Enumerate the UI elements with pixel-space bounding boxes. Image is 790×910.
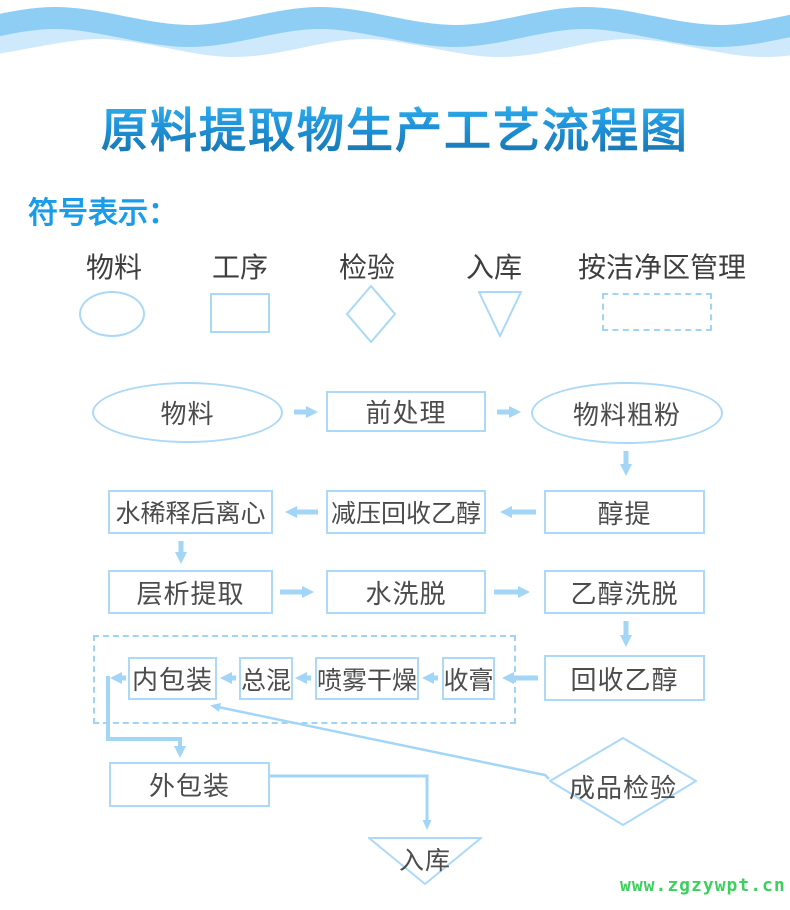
flow-node-ethanol-elution: 乙醇洗脱 [544, 570, 705, 614]
warehousing-triangle-shape [366, 837, 484, 886]
flow-node-material-label: 物料 [160, 399, 215, 429]
flow-node-outer-packaging-label: 外包装 [148, 771, 230, 801]
flow-node-ethanol-recovery-label: 回收乙醇 [570, 664, 679, 695]
flow-node-outer-packaging: 外包装 [109, 762, 270, 807]
flow-node-vacuum-ethanol-recovery-label: 减压回收乙醇 [330, 500, 481, 528]
wave-banner [0, 6, 790, 58]
flow-node-ethanol-recovery: 回收乙醇 [544, 655, 705, 701]
legend-label-warehousing: 入库 [465, 252, 523, 283]
flow-node-alcohol-extraction-label: 醇提 [597, 498, 652, 529]
flow-node-warehousing: 入库 [366, 837, 484, 886]
flow-node-total-mixing-label: 总混 [241, 666, 292, 695]
wave-dark [0, 6, 790, 48]
flow-node-water-dilution-centrifuge: 水稀释后离心 [108, 490, 273, 534]
legend-label-inspection: 检验 [338, 252, 396, 283]
flow-node-coarse-powder: 物料粗粉 [531, 382, 723, 444]
flow-node-inner-packaging: 内包装 [128, 657, 217, 700]
inspection-diamond-shape [548, 736, 698, 827]
flow-node-paste-collection: 收膏 [442, 657, 495, 700]
flow-node-vacuum-ethanol-recovery: 减压回收乙醇 [326, 490, 486, 534]
legend-ellipse-icon [79, 291, 145, 337]
flow-node-water-dilution-centrifuge-label: 水稀释后离心 [115, 500, 266, 528]
flow-node-coarse-powder-label: 物料粗粉 [572, 399, 681, 430]
legend-triangle-down-icon [478, 291, 522, 338]
flow-node-material: 物料 [92, 382, 283, 443]
flow-node-finished-product-inspection-label: 成品检验 [568, 773, 677, 803]
flow-node-pretreatment-label: 前处理 [365, 398, 447, 428]
flow-node-warehousing-label: 入库 [398, 847, 451, 875]
watermark: www.zgzywpt.cn [620, 875, 786, 896]
legend-rect-icon [210, 293, 270, 333]
legend-diamond-icon [346, 285, 396, 343]
legend-label-clean-zone: 按洁净区管理 [577, 252, 747, 283]
flow-node-spray-drying-label: 喷雾干燥 [317, 666, 418, 695]
flow-node-water-elution-label: 水洗脱 [365, 578, 447, 609]
flow-node-chromatography-extraction-label: 层析提取 [136, 578, 245, 609]
legend-heading: 符号表示： [28, 197, 178, 230]
connector-outer-packaging-to-warehousing [270, 774, 432, 830]
legend-label-process: 工序 [211, 252, 269, 283]
flow-node-inner-packaging-label: 内包装 [131, 665, 213, 695]
page-title: 原料提取物生产工艺流程图 [0, 92, 790, 161]
flow-node-finished-product-inspection: 成品检验 [548, 736, 698, 827]
flow-node-chromatography-extraction: 层析提取 [108, 570, 273, 614]
flow-node-total-mixing: 总混 [239, 657, 293, 700]
flow-node-water-elution: 水洗脱 [326, 570, 486, 614]
flow-node-ethanol-elution-label: 乙醇洗脱 [570, 578, 679, 609]
flow-node-spray-drying: 喷雾干燥 [315, 657, 419, 700]
flow-node-pretreatment: 前处理 [326, 391, 486, 432]
legend-label-material: 物料 [85, 252, 143, 283]
flow-node-paste-collection-label: 收膏 [443, 666, 494, 695]
flow-node-alcohol-extraction: 醇提 [544, 490, 705, 534]
legend-dashed-rect-icon [602, 293, 712, 331]
